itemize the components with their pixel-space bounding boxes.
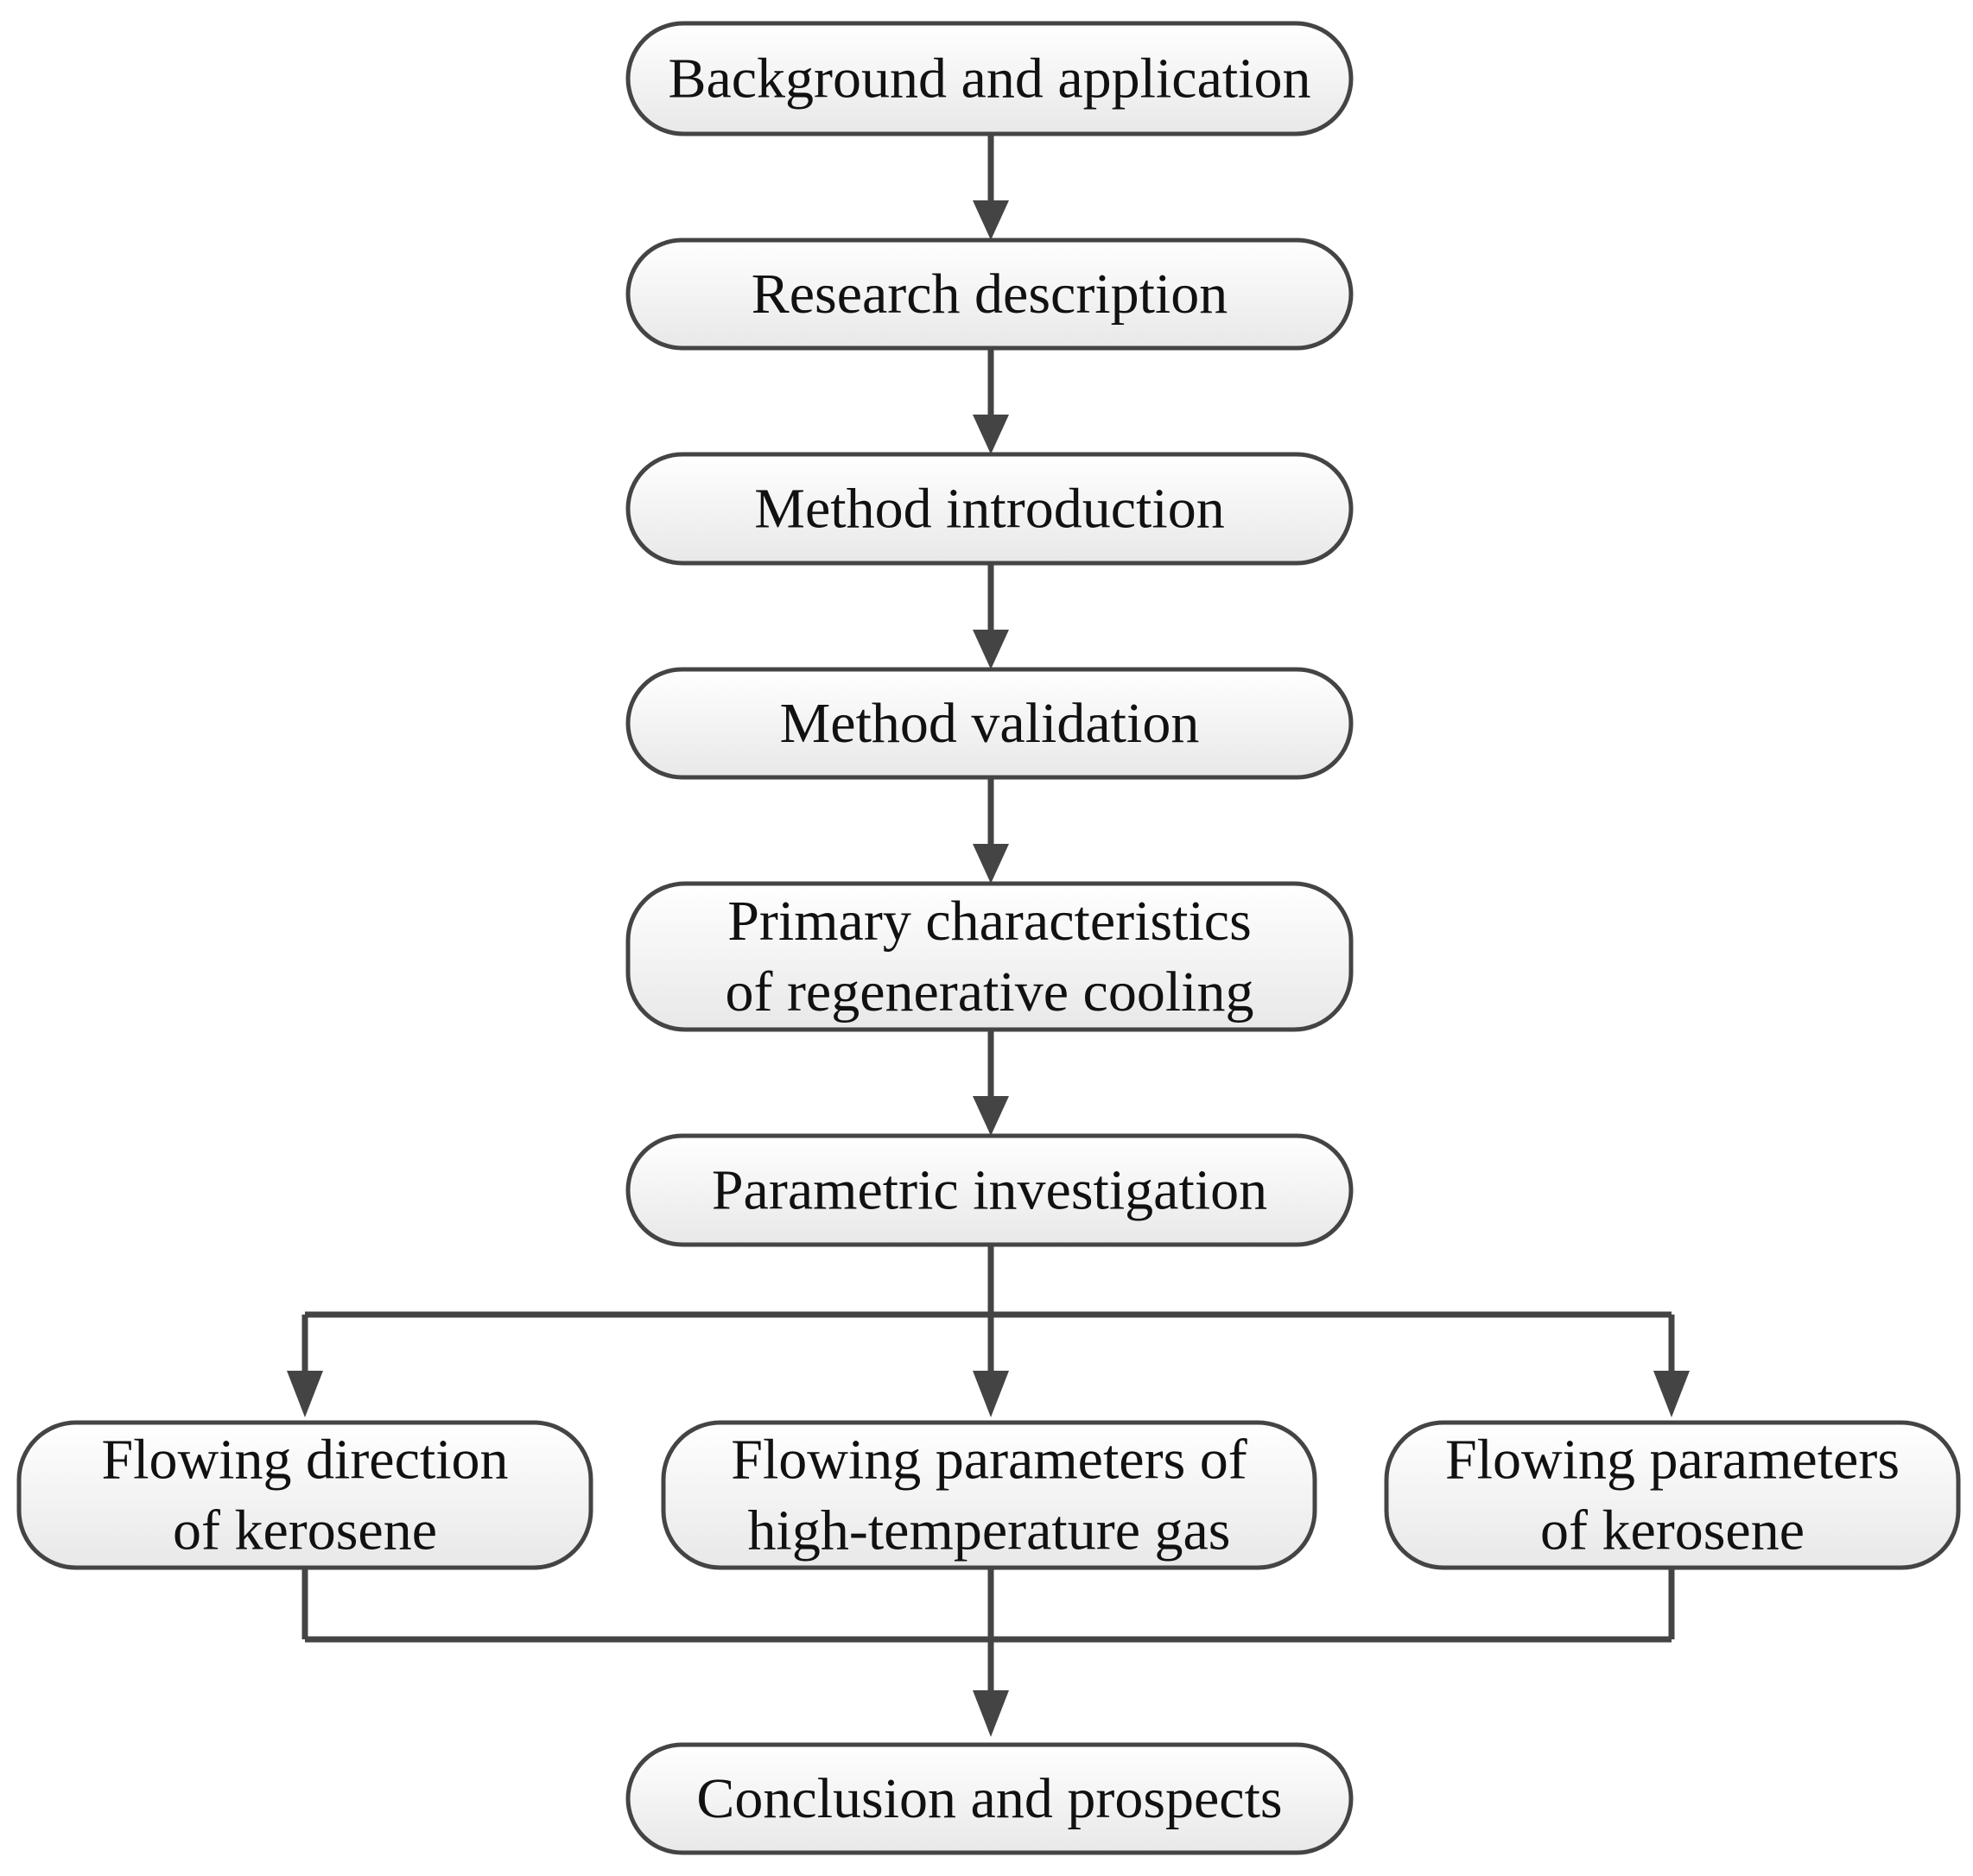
- node-label-line: Method introduction: [754, 478, 1224, 541]
- node-box: [1384, 1420, 1961, 1570]
- node-label-line: Conclusion and prospects: [696, 1767, 1282, 1830]
- node-label-line: Research description: [752, 263, 1228, 326]
- node-label-line: Parametric investigation: [712, 1159, 1267, 1222]
- node-research: Research description: [625, 238, 1354, 351]
- arrowhead-flow-gas: [973, 1371, 1009, 1417]
- node-label-line: Primary characteristics: [727, 890, 1252, 953]
- node-background: Background and application: [625, 21, 1354, 136]
- node-box: [625, 238, 1354, 351]
- arrowhead-research: [973, 200, 1009, 240]
- node-label-line: Flowing parameters of: [731, 1429, 1247, 1492]
- node-box: [625, 881, 1354, 1032]
- node-flow-gas: Flowing parameters of high-temperature ga…: [661, 1420, 1317, 1570]
- connectors: [301, 134, 1675, 1697]
- node-box: [625, 1133, 1354, 1247]
- node-box: [625, 1742, 1354, 1855]
- node-label-line: Background and application: [668, 48, 1310, 111]
- arrowhead-flow-direction: [287, 1371, 323, 1417]
- arrowhead-method-intro: [973, 415, 1009, 454]
- node-parametric: Parametric investigation: [625, 1133, 1354, 1247]
- arrowhead-flow-kerosene: [1653, 1371, 1690, 1417]
- node-method-validation: Method validation: [625, 667, 1354, 780]
- node-flow-kerosene: Flowing parameters of kerosene: [1384, 1420, 1961, 1570]
- node-box: [16, 1420, 593, 1570]
- arrowhead-conclusion: [973, 1690, 1009, 1737]
- node-label-line: Flowing parameters: [1445, 1429, 1900, 1492]
- node-primary: Primary characteristics of regenerative c…: [625, 881, 1354, 1032]
- arrowhead-primary: [973, 844, 1009, 884]
- arrowhead-method-validation: [973, 630, 1009, 669]
- node-box: [625, 667, 1354, 780]
- node-label-line: Flowing direction: [101, 1429, 508, 1492]
- node-box: [661, 1420, 1317, 1570]
- arrowhead-parametric: [973, 1096, 1009, 1136]
- arrowheads: [287, 200, 1690, 1737]
- node-box: [625, 21, 1354, 136]
- node-method-intro: Method introduction: [625, 452, 1354, 566]
- node-label-line: high-temperature gas: [748, 1499, 1231, 1562]
- node-label-line: of kerosene: [173, 1499, 437, 1562]
- node-label-line: of kerosene: [1540, 1499, 1805, 1562]
- node-conclusion: Conclusion and prospects: [625, 1742, 1354, 1855]
- node-label-line: Method validation: [780, 692, 1200, 755]
- node-label-line: of regenerative cooling: [725, 960, 1253, 1024]
- node-box: [625, 452, 1354, 566]
- node-flow-direction: Flowing direction of kerosene: [16, 1420, 593, 1570]
